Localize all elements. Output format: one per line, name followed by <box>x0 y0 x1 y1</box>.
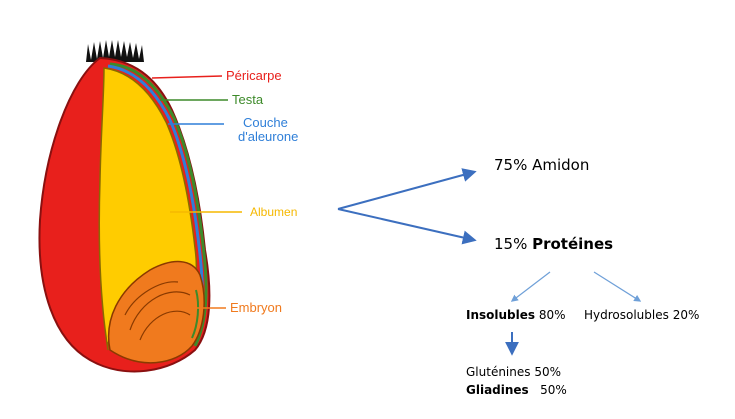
insolubles-label: Insolubles <box>466 308 536 322</box>
amidon-text: 75% Amidon <box>494 156 590 174</box>
label-albumen: Albumen <box>250 205 297 219</box>
gliadines-label: Gliadines <box>466 383 529 397</box>
arrow-to-amidon <box>337 168 477 210</box>
insolubles-pct: 80% <box>535 308 566 322</box>
arrow-to-proteines <box>337 208 477 245</box>
proteines-pct: 15% <box>494 235 533 253</box>
testa-layer <box>109 62 208 347</box>
glutenines-text: Gluténines 50% <box>466 365 561 379</box>
embryon-region <box>107 260 205 364</box>
pericarpe-leader <box>151 75 223 79</box>
grain-brush <box>86 40 144 62</box>
label-embryon: Embryon <box>230 300 282 315</box>
proteines-label: Protéines <box>532 235 614 253</box>
gliadines-text: Gliadines 50% <box>466 383 567 397</box>
arrow-to-insolubles <box>510 271 551 302</box>
arrow-to-hydrosolubles <box>593 271 642 302</box>
insolubles-text: Insolubles 80% <box>466 308 566 322</box>
gliadines-pct: 50% <box>528 383 567 397</box>
label-testa: Testa <box>232 92 264 107</box>
label-pericarpe: Péricarpe <box>226 68 282 83</box>
hydrosolubles-text: Hydrosolubles 20% <box>584 308 700 322</box>
proteines-text: 15% Protéines <box>494 235 613 253</box>
label-aleurone-line2: d'aleurone <box>238 129 298 144</box>
label-aleurone-line1: Couche <box>243 115 288 130</box>
